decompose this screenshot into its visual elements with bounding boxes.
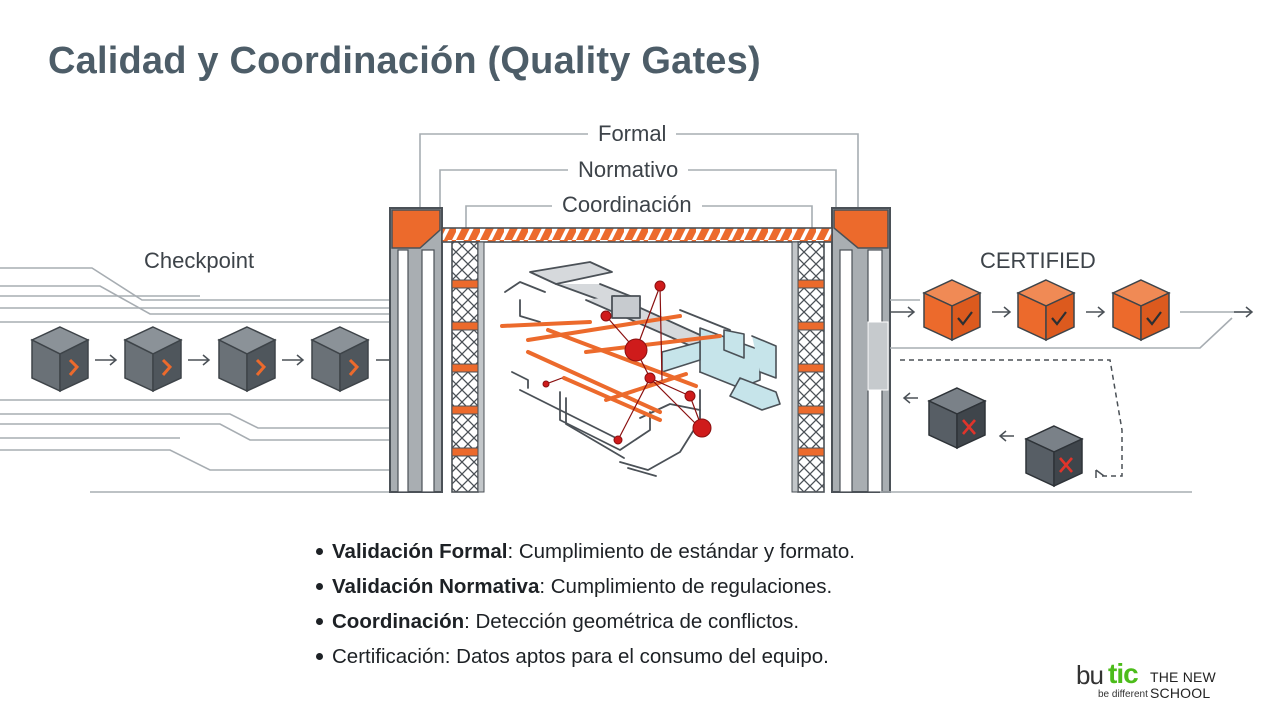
certified-arrows: [890, 306, 1254, 318]
incoming-arrows: [95, 354, 399, 366]
bullet-bold: Validación Normativa: [332, 575, 540, 598]
rejected-arrows: [902, 392, 1105, 478]
logo-school: THE NEW SCHOOL: [1150, 669, 1216, 701]
bullet-item: Coordinación: Detección geométrica de co…: [312, 608, 855, 643]
incoming-cube: [310, 326, 370, 393]
bullet-text: : Cumplimiento de regulaciones.: [539, 575, 833, 598]
bullet-text: : Cumplimiento de estándar y formato.: [507, 540, 855, 563]
bullet-item: Validación Normativa: Cumplimiento de re…: [312, 573, 855, 608]
bullet-bold: Coordinación: [332, 610, 465, 633]
page-title: Calidad y Coordinación (Quality Gates): [48, 40, 761, 82]
bullet-dot: [316, 547, 323, 555]
certified-cubes: [922, 279, 1171, 342]
gate-label-normativo: Normativo: [568, 157, 689, 183]
gate-label-formal: Formal: [588, 121, 677, 147]
bullet-dot: [316, 617, 323, 625]
bullet-dot: [316, 652, 323, 660]
logo-tagline: be different: [1098, 689, 1148, 700]
logo-bu: bu: [1076, 660, 1104, 690]
certified-cube: [1016, 279, 1076, 342]
butic-logo: bu tic THE NEW SCHOOL be different: [1076, 658, 1276, 704]
incoming-cubes: [30, 326, 370, 393]
incoming-cube: [123, 326, 183, 393]
output-lines: [880, 299, 1250, 493]
bullet-text: Certificación: Datos aptos para el consu…: [332, 645, 829, 668]
gate-label-coordinacion: Coordinación: [552, 192, 702, 218]
bullet-bold: Validación Formal: [332, 540, 508, 563]
bullet-item: Validación Formal: Cumplimiento de están…: [312, 538, 855, 573]
checkpoint-label: Checkpoint: [140, 248, 259, 274]
rejected-path: [900, 359, 1123, 477]
gate-frame: [389, 207, 891, 493]
logo-tic: tic: [1108, 658, 1139, 689]
incoming-lines: [0, 267, 390, 493]
certified-cube: [922, 279, 982, 342]
bullet-item: Certificación: Datos aptos para el consu…: [312, 643, 855, 678]
rejected-cube: [927, 387, 987, 450]
certified-cube: [1111, 279, 1171, 342]
certified-label: CERTIFIED: [976, 248, 1100, 274]
rejected-cubes: [927, 387, 1084, 488]
incoming-cube: [30, 326, 90, 393]
bullet-list: Validación Formal: Cumplimiento de están…: [312, 538, 855, 678]
rejected-cube: [1024, 425, 1084, 488]
bullet-text: : Detección geométrica de conflictos.: [464, 610, 800, 633]
clash-model: [500, 261, 781, 477]
incoming-cube: [217, 326, 277, 393]
bullet-dot: [316, 582, 323, 590]
